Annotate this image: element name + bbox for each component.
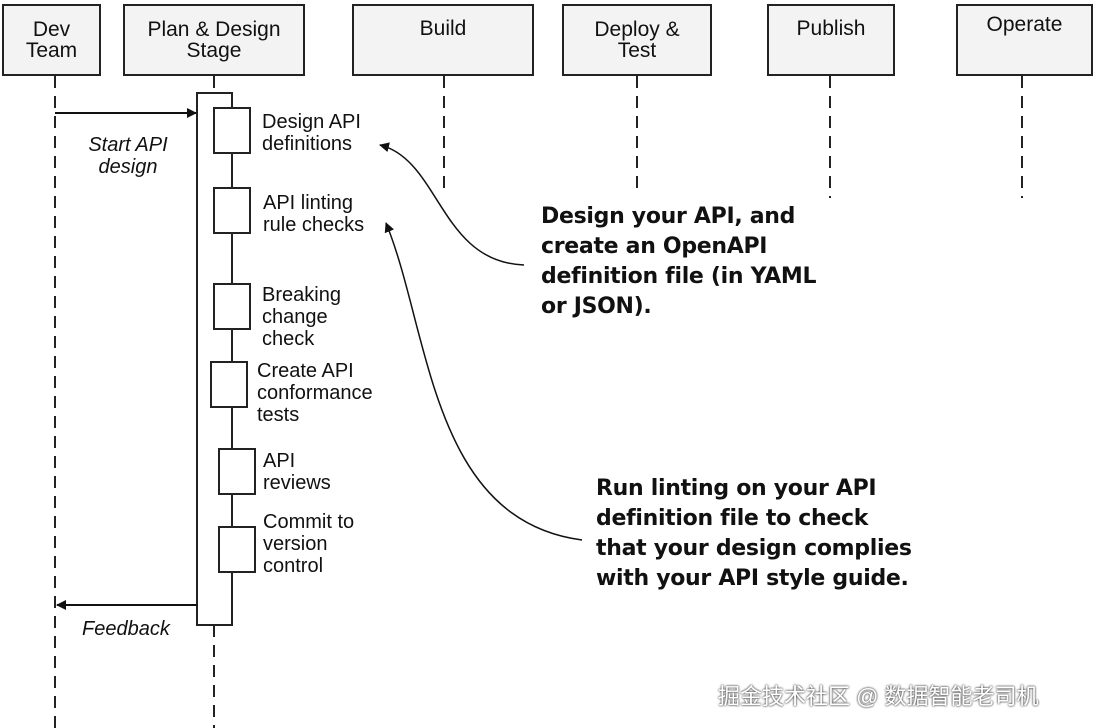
step-box-1 [213, 107, 251, 154]
lane-build: Build [352, 4, 534, 76]
step-box-6 [218, 526, 256, 573]
step-label-conformance: Create API conformance tests [257, 360, 373, 426]
step-label-commit: Commit to version control [263, 511, 355, 577]
step-box-4 [210, 361, 248, 408]
step-label-reviews: API reviews [263, 450, 331, 494]
step-label-design-api: Design API definitions [262, 111, 361, 155]
step-label-breaking-change: Breaking change check [262, 284, 341, 350]
lane-dev-team: Dev Team [2, 4, 101, 76]
feedback-label: Feedback [82, 618, 170, 640]
callout-arrow-linting [384, 222, 583, 541]
lane-publish: Publish [767, 4, 895, 76]
callout-design: Design your API, and create an OpenAPI d… [541, 204, 817, 319]
callout-arrow-design [379, 142, 525, 266]
lane-operate: Operate [956, 4, 1093, 76]
step-box-3 [213, 283, 251, 330]
step-box-2 [213, 187, 251, 234]
step-box-5 [218, 448, 256, 495]
watermark: 掘金技术社区 @ 数据智能老司机 [718, 684, 1039, 709]
callout-linting: Run linting on your API definition file … [596, 476, 912, 591]
lane-plan-design: Plan & Design Stage [123, 4, 305, 76]
start-api-design-label: Start API design [88, 134, 168, 178]
step-label-linting: API linting rule checks [263, 192, 365, 236]
lane-deploy-test: Deploy & Test [562, 4, 712, 76]
